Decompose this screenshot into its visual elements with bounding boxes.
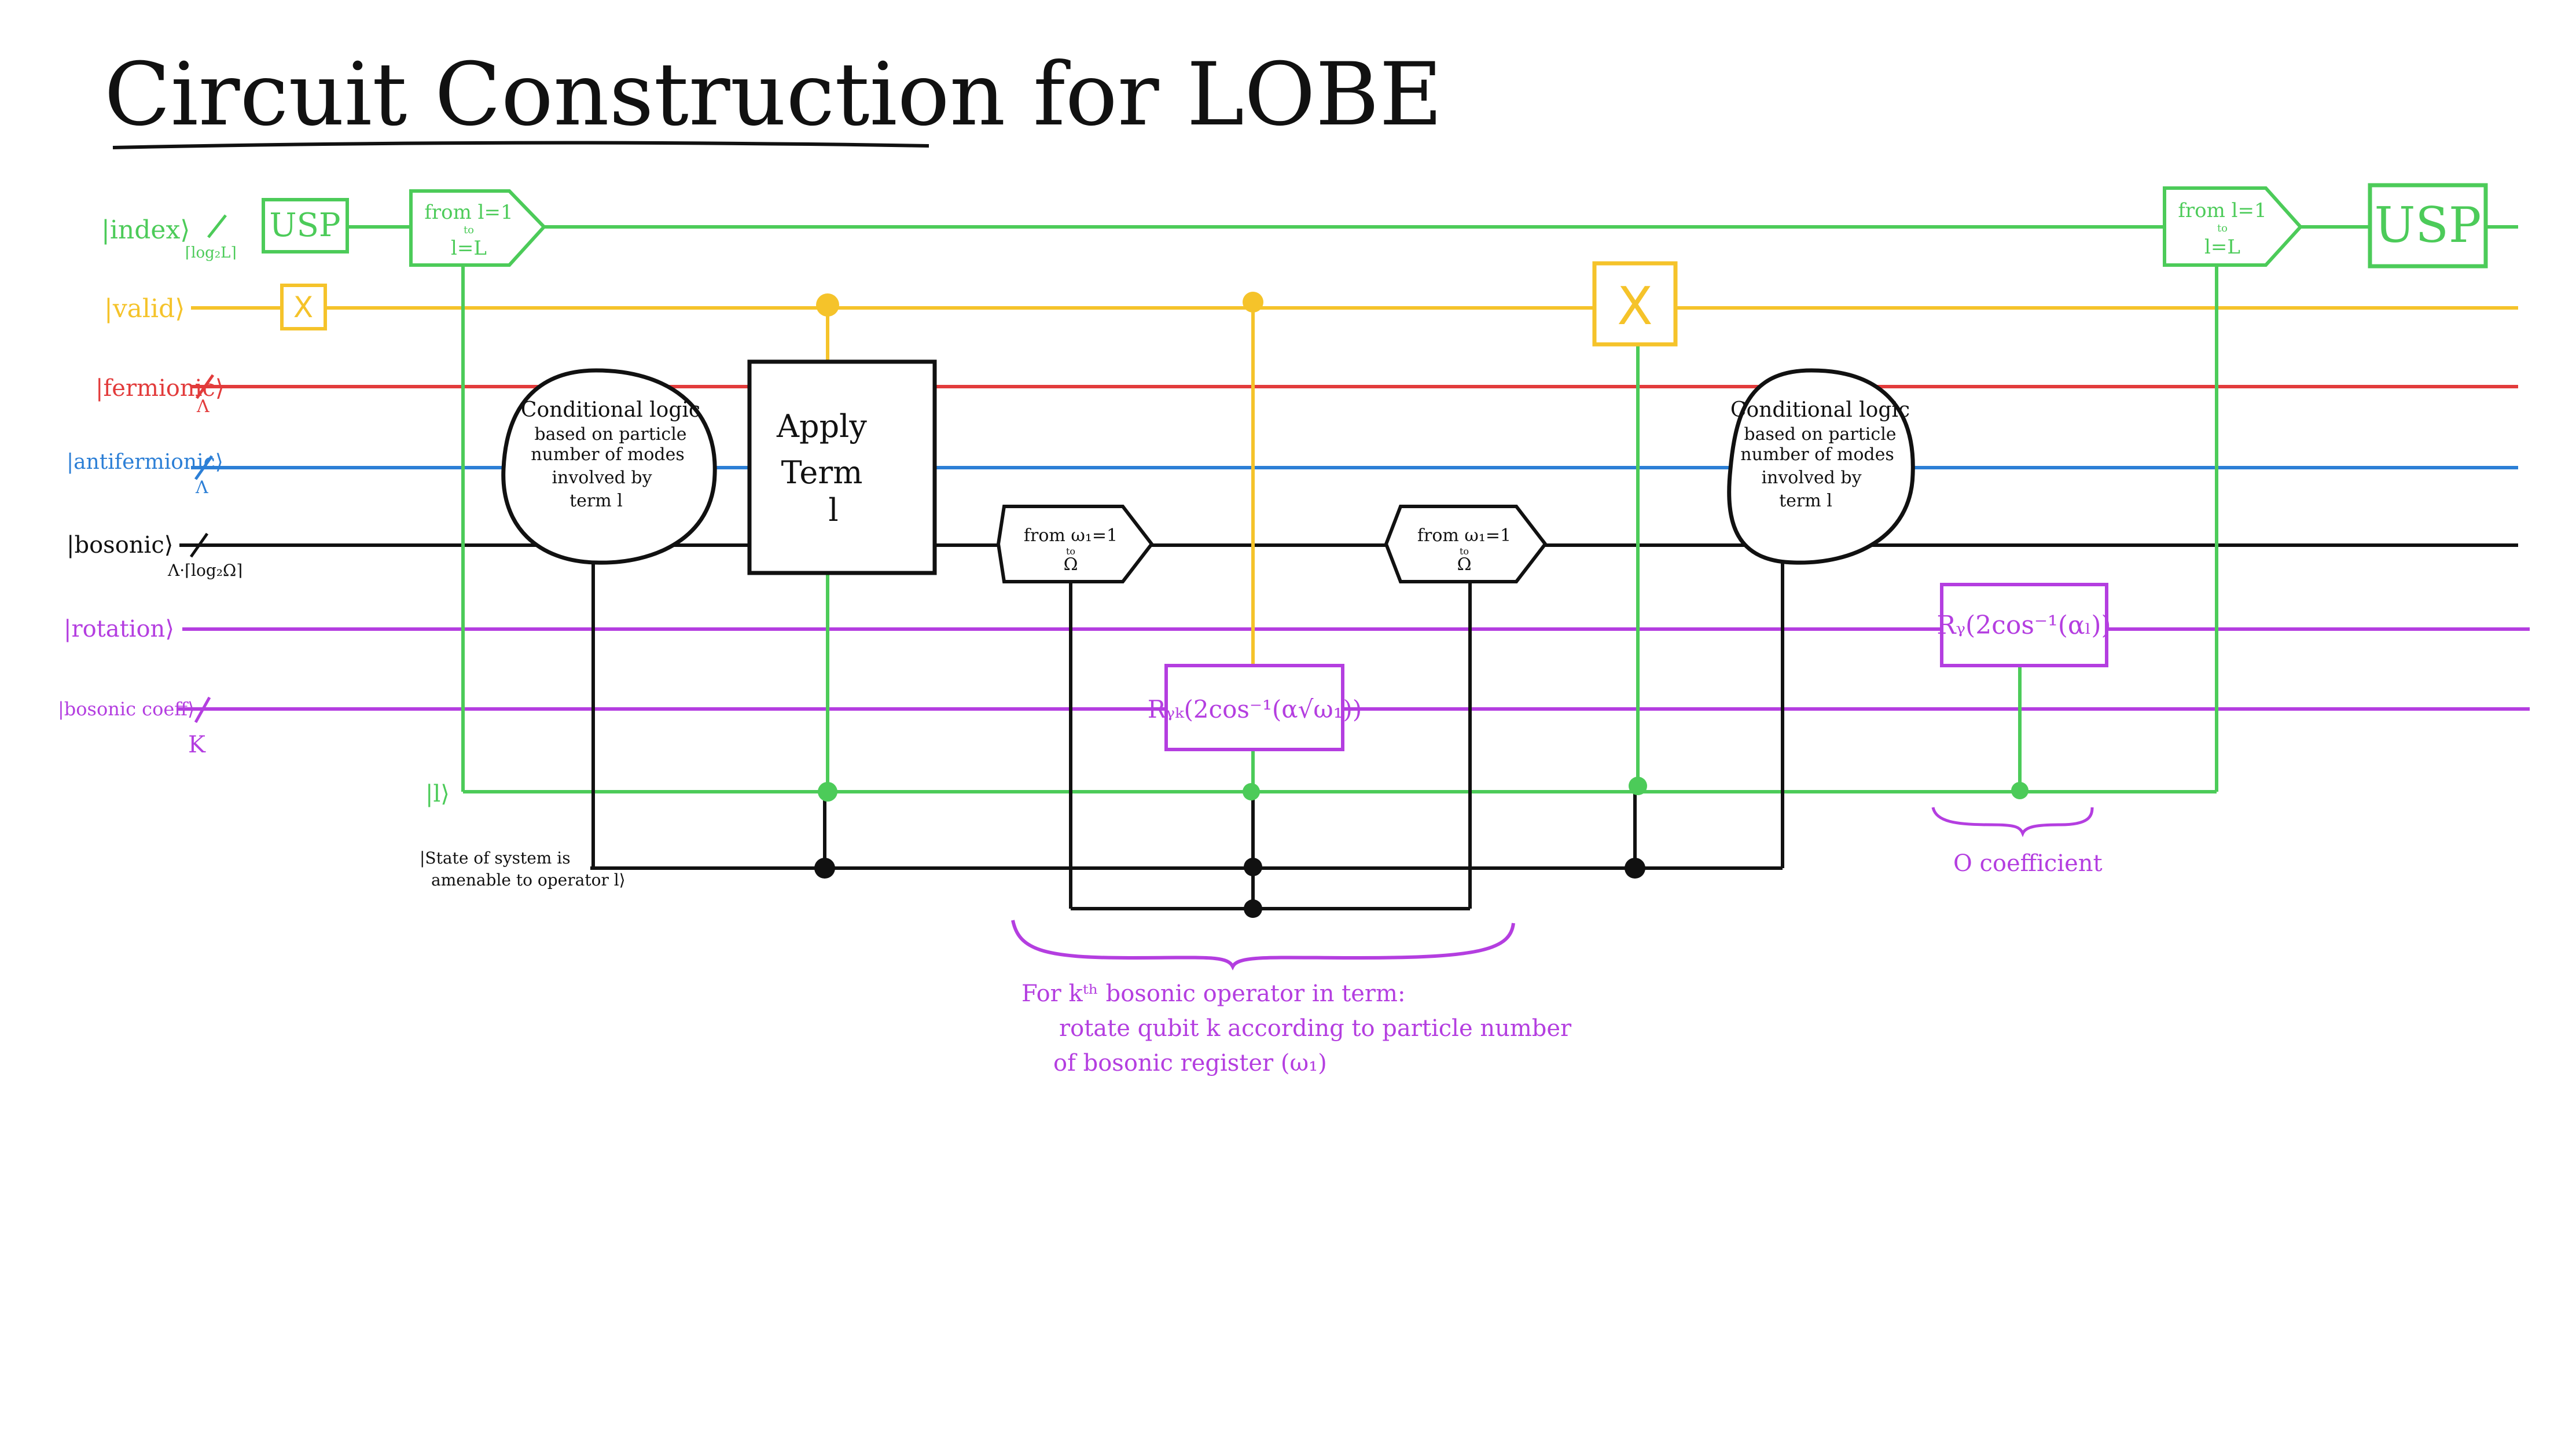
usp-gate-right: [2368, 183, 2488, 269]
x-gate-left-label: X: [293, 291, 313, 324]
conditional-logic-left: [501, 368, 717, 565]
omega-select-right-bottom: Ω: [1457, 554, 1472, 575]
conditional-logic-left-text: Conditional logic based on particle numb…: [521, 398, 700, 511]
bosonic-coeff-slash: [194, 696, 211, 723]
bosonic-coeff-label: |bosonic coeff⟩: [58, 698, 195, 720]
x-gate-right-label: X: [1617, 276, 1653, 337]
bosonic-rotation-note-line1: For kᵗʰ bosonic operator in term:: [1021, 980, 1405, 1007]
ancilla-dot-apply: [818, 782, 837, 802]
usp-gate-right-label: USP: [2375, 197, 2482, 253]
select-gate-left-to: to: [464, 224, 474, 236]
bosonic-label: |bosonic⟩: [67, 532, 173, 559]
svg-text:involved by: involved by: [1761, 468, 1861, 488]
omega-select-left-to: to: [1066, 546, 1075, 557]
state-dot-lower: [1244, 899, 1262, 918]
bosonic-coeff-size: K: [188, 732, 206, 758]
state-label-line2: amenable to operator l⟩: [431, 870, 626, 890]
bosonic-slash: [189, 532, 209, 558]
ancilla-dot-ry: [1243, 783, 1260, 800]
bosonic-rotation-note-line2: rotate qubit k according to particle num…: [1059, 1015, 1572, 1042]
svg-text:number of modes: number of modes: [531, 444, 685, 465]
ry-bosonic-label: Rᵧₖ(2cos⁻¹(α√ω₁)): [1148, 695, 1362, 723]
ry-coefficient-label: Rᵧ(2cos⁻¹(αₗ)): [1936, 611, 2111, 640]
omega-select-right: [1384, 505, 1548, 583]
svg-text:based on particle: based on particle: [1744, 424, 1896, 444]
valid-control-dot-ry: [1243, 292, 1263, 313]
svg-text:involved by: involved by: [552, 468, 652, 488]
svg-text:Conditional logic: Conditional logic: [521, 398, 700, 422]
omega-select-left-top: from ω₁=1: [1024, 526, 1118, 546]
title-underline: [112, 141, 929, 149]
select-gate-left-top: from l=1: [424, 201, 513, 224]
select-gate-right: [2163, 186, 2303, 267]
ancilla-dot-coeff: [2011, 782, 2029, 799]
apply-term-line2: Term: [781, 454, 863, 491]
x-gate-left: [280, 284, 327, 330]
svg-text:term l: term l: [1779, 491, 1832, 511]
omega-select-left-bottom: Ω: [1064, 554, 1078, 575]
conditional-logic-right: [1727, 368, 1915, 565]
state-dot-apply: [814, 858, 835, 879]
x-gate-right: [1592, 261, 1678, 347]
fermionic-slash: [195, 374, 215, 399]
select-gate-right-top: from l=1: [2178, 199, 2266, 222]
svg-text:number of modes: number of modes: [1740, 444, 1894, 465]
ry-bosonic-gate: [1164, 664, 1344, 751]
omega-select-left: [996, 505, 1154, 583]
apply-term-line3: l: [828, 492, 838, 528]
select-gate-right-bottom: l=L: [2204, 236, 2240, 259]
conditional-logic-right-text: Conditional logic based on particle numb…: [1730, 398, 1910, 511]
index-slash: [207, 214, 227, 238]
page-title: Circuit Construction for LOBE: [104, 45, 1443, 145]
ry-coefficient-gate: [1940, 583, 2108, 667]
state-dot-ry: [1244, 858, 1262, 876]
apply-term-line1: Apply: [776, 408, 867, 444]
select-gate-left: [409, 189, 547, 267]
svg-text:based on particle: based on particle: [534, 424, 686, 444]
svg-text:Conditional logic: Conditional logic: [1730, 398, 1910, 422]
bosonic-rotation-brace: [1011, 920, 1515, 971]
fermionic-size: Λ: [196, 396, 210, 417]
bosonic-rotation-note-line3: of bosonic register (ω₁): [1053, 1050, 1327, 1076]
state-dot-x: [1625, 858, 1645, 879]
usp-gate-left: [262, 198, 349, 253]
ancilla-label: |l⟩: [425, 781, 450, 807]
select-gate-right-to: to: [2217, 222, 2228, 234]
bosonic-size: Λ·⌈log₂Ω⌉: [167, 561, 242, 580]
antifermionic-slash: [194, 455, 214, 480]
antifermionic-label: |antifermionic⟩: [67, 450, 223, 474]
coefficient-brace: [1931, 807, 2094, 837]
index-size: ⌈log₂L⌉: [185, 244, 237, 262]
select-gate-left-bottom: l=L: [451, 237, 487, 260]
valid-label: |valid⟩: [104, 294, 185, 324]
coefficient-note: O coefficient: [1953, 850, 2103, 877]
apply-term-gate: [747, 359, 937, 575]
state-label-line1: |State of system is: [420, 848, 571, 868]
svg-text:term l: term l: [569, 491, 623, 511]
omega-select-right-to: to: [1460, 546, 1469, 557]
antifermionic-size: Λ: [195, 477, 208, 498]
rotation-label: |rotation⟩: [64, 616, 174, 642]
usp-gate-left-label: USP: [269, 207, 340, 244]
valid-control-dot-apply: [816, 293, 839, 317]
index-label: |index⟩: [101, 215, 190, 245]
omega-select-right-top: from ω₁=1: [1417, 526, 1511, 546]
ancilla-dot-x: [1629, 777, 1647, 795]
